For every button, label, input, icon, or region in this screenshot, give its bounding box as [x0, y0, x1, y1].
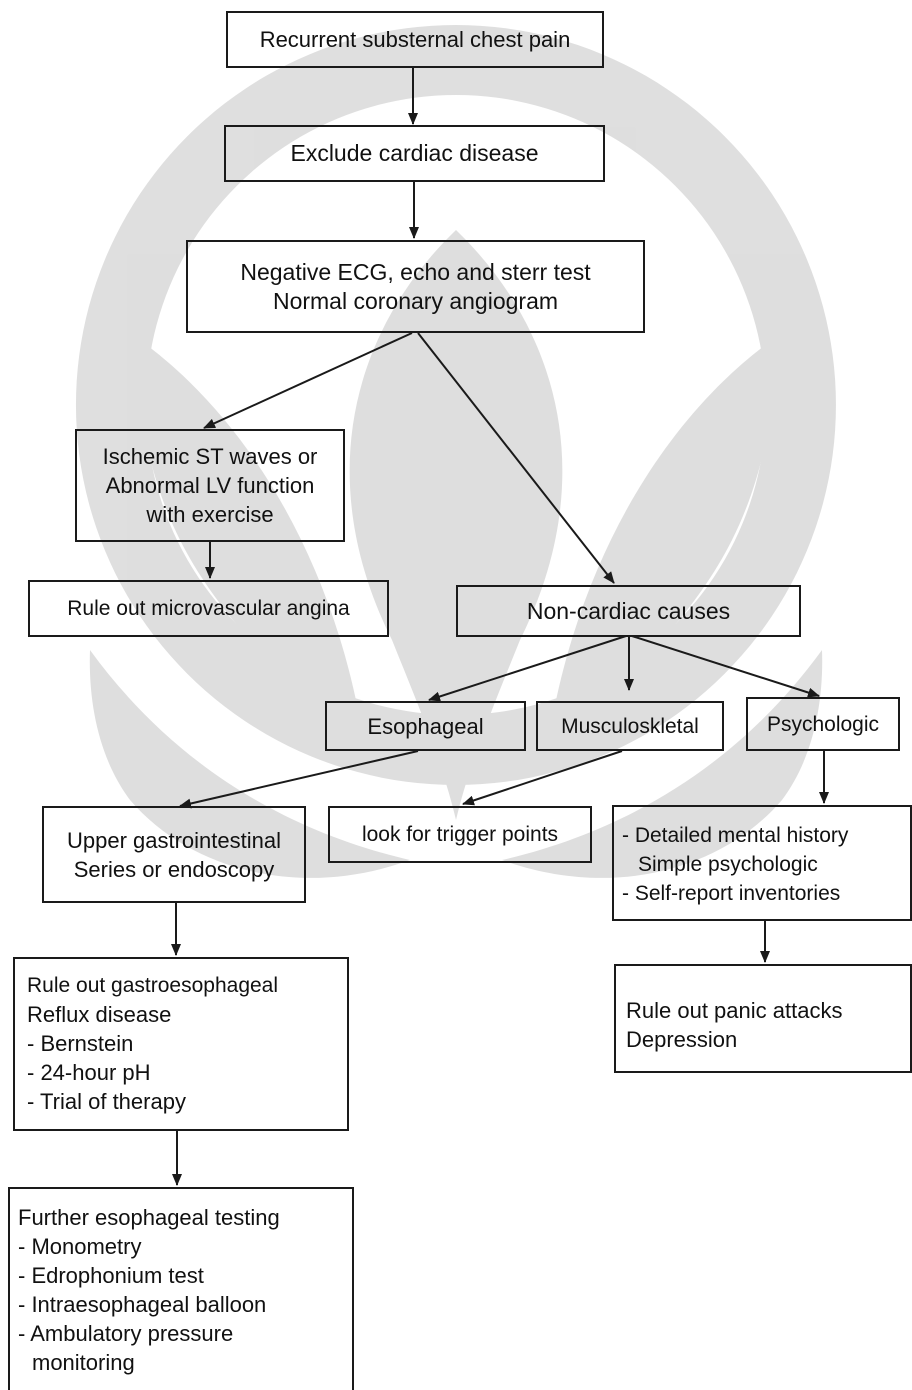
node-upper-gi-line-2: Series or endoscopy [73, 856, 275, 882]
node-exclude-cardiac-label: Exclude cardiac disease [290, 140, 539, 166]
node-recurrent-chest-pain: Recurrent substernal chest pain [226, 11, 604, 68]
node-gerd-line-4: - 24-hour pH [27, 1060, 151, 1085]
node-panic-line-2: Depression [626, 1027, 738, 1052]
node-gerd-line-2: Reflux disease [27, 1002, 172, 1027]
node-further-testing-line-2: - Monometry [18, 1234, 142, 1259]
arrow-noncardiac-to-psychologic [631, 635, 820, 698]
node-gerd: Rule out gastroesophageal Reflux disease… [13, 957, 349, 1131]
node-upper-gi: Upper gastrointestinal Series or endosco… [42, 806, 306, 903]
watermark-left-wing [139, 340, 360, 720]
node-esophageal-label: Esophageal [367, 713, 484, 739]
node-gerd-line-1: Rule out gastroesophageal [27, 974, 279, 997]
node-psych-history-line-1: - Detailed mental history [622, 824, 849, 847]
node-psych-history-line-2: Simple psychologic [638, 853, 818, 876]
node-further-testing-line-6: monitoring [32, 1350, 135, 1375]
node-negative-tests: Negative ECG, echo and sterr test Normal… [186, 240, 645, 333]
node-upper-gi-line-1: Upper gastrointestinal [66, 827, 281, 853]
node-trigger-points-label: look for trigger points [361, 823, 559, 846]
node-ischemic-line-2: Abnormal LV function [105, 473, 315, 498]
node-further-testing-line-5: - Ambulatory pressure [18, 1321, 234, 1346]
node-microvascular: Rule out microvascular angina [28, 580, 389, 637]
node-gerd-line-5: - Trial of therapy [27, 1089, 186, 1114]
node-ischemic-line-1: Ischemic ST waves or [102, 444, 318, 469]
node-ischemic-line-3: with exercise [146, 502, 274, 527]
node-noncardiac: Non-cardiac causes [456, 585, 801, 637]
node-noncardiac-label: Non-cardiac causes [526, 597, 731, 624]
node-musculoskeletal: Musculoskletal [536, 701, 724, 751]
node-psych-history-line-3: - Self-report inventories [622, 882, 841, 905]
node-trigger-points: look for trigger points [328, 806, 592, 863]
arrow-musculoskeletal-to-trigger [462, 750, 623, 806]
node-panic-line-1: Rule out panic attacks [626, 998, 843, 1023]
node-microvascular-label: Rule out microvascular angina [67, 597, 350, 620]
node-psychologic-label: Psychologic [766, 712, 880, 736]
node-gerd-line-3: - Bernstein [27, 1031, 134, 1056]
arrow-noncardiac-to-esophageal [428, 635, 627, 702]
watermark-lower-left-sweep [89, 650, 410, 878]
watermark-lower-right-sweep [502, 650, 823, 878]
node-further-testing-line-3: - Edrophonium test [18, 1263, 204, 1288]
node-further-testing: Further esophageal testing - Monometry -… [8, 1187, 354, 1390]
node-esophageal: Esophageal [325, 701, 526, 751]
watermark-right-wing [552, 340, 773, 720]
node-psychologic: Psychologic [746, 697, 900, 751]
node-recurrent-chest-pain-label: Recurrent substernal chest pain [259, 27, 571, 52]
node-panic: Rule out panic attacks Depression [614, 964, 912, 1073]
node-negative-tests-line-1: Negative ECG, echo and sterr test [240, 258, 591, 285]
node-ischemic: Ischemic ST waves or Abnormal LV functio… [75, 429, 345, 542]
arrow-negative-to-noncardiac [417, 332, 615, 584]
node-psych-history: - Detailed mental history Simple psychol… [612, 805, 912, 921]
node-exclude-cardiac: Exclude cardiac disease [224, 125, 605, 182]
node-negative-tests-line-2: Normal coronary angiogram [272, 287, 559, 314]
node-further-testing-line-1: Further esophageal testing [18, 1205, 280, 1230]
node-further-testing-line-4: - Intraesophageal balloon [18, 1292, 267, 1317]
arrow-esophageal-to-upper-gi [179, 750, 419, 809]
watermark-center-arch [349, 230, 563, 820]
node-musculoskeletal-label: Musculoskletal [561, 714, 699, 738]
arrow-negative-to-ischemic [203, 332, 413, 429]
